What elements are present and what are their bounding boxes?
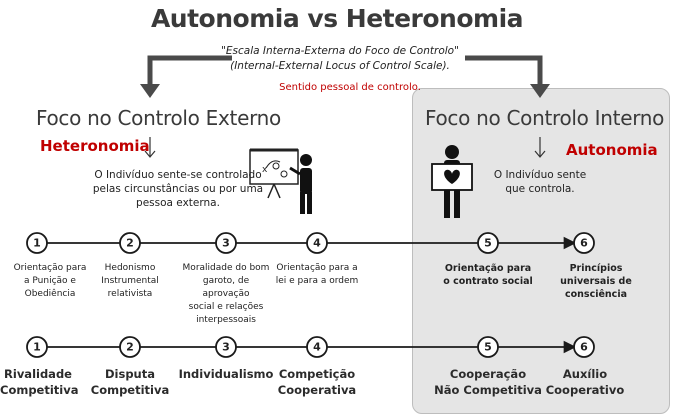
external-desc-line3: pessoa externa. bbox=[136, 197, 220, 209]
stage-label-line: relativista bbox=[107, 289, 153, 299]
stage-label-line: Obediência bbox=[24, 289, 76, 299]
coop-label-line: Cooperação bbox=[449, 367, 527, 381]
internal-control-panel bbox=[412, 88, 670, 414]
coop-node-5: 5 bbox=[477, 336, 499, 358]
stage-label-line: Orientação para a bbox=[276, 263, 358, 273]
stage-label-line: a Punição e bbox=[24, 276, 76, 286]
coop-label-3: Individualismo bbox=[171, 366, 281, 382]
stage-label-1: Orientação para a Punição e Obediência bbox=[2, 262, 98, 301]
stage-node-2: 2 bbox=[119, 232, 141, 254]
stage-node-number: 4 bbox=[313, 237, 321, 250]
coop-label-line: Individualismo bbox=[178, 367, 274, 381]
coop-label-line: Não Competitiva bbox=[434, 383, 542, 397]
scale-name-line2: (Internal-External Locus of Control Scal… bbox=[230, 60, 450, 72]
internal-desc-line2: que controla. bbox=[505, 183, 575, 195]
left-branch-arrow bbox=[140, 55, 232, 98]
page-title: Autonomia vs Heteronomia bbox=[150, 4, 524, 33]
internal-control-heading: Foco no Controlo Interno bbox=[425, 106, 665, 130]
coop-node-number: 6 bbox=[580, 341, 588, 354]
coop-node-4: 4 bbox=[306, 336, 328, 358]
coop-label-line: Rivalidade bbox=[4, 367, 72, 381]
stage-node-number: 2 bbox=[126, 237, 134, 250]
stage-node-number: 5 bbox=[484, 237, 492, 250]
coop-node-6: 6 bbox=[573, 336, 595, 358]
coop-label-line: Competição bbox=[278, 367, 356, 381]
stage-label-3: Moralidade do bom garoto, de aprovação soc… bbox=[178, 262, 274, 327]
stage-label-line: o contrato social bbox=[443, 276, 533, 287]
stage-node-3: 3 bbox=[215, 232, 237, 254]
external-control-heading: Foco no Controlo Externo bbox=[36, 106, 281, 130]
stage-node-number: 3 bbox=[222, 237, 230, 250]
svg-text:x: x bbox=[262, 165, 268, 175]
coop-label-line: Competitiva bbox=[90, 383, 170, 397]
coop-label-line: Cooperativo bbox=[545, 383, 625, 397]
person-heart-sign-icon bbox=[431, 145, 473, 218]
stage-label-line: Princípios bbox=[569, 263, 623, 274]
stage-node-number: 1 bbox=[33, 237, 41, 250]
external-desc-line1: O Indivíduo sente-se controlado bbox=[94, 169, 262, 181]
stage-label-line: Orientação para bbox=[444, 263, 532, 274]
stage-label-line: lei e para a ordem bbox=[275, 276, 359, 286]
heteronomia-down-arrow bbox=[144, 137, 156, 158]
stage-label-line: garoto, de aprovação bbox=[202, 276, 250, 299]
stage-label-line: Orientação para bbox=[13, 263, 87, 273]
coop-node-3: 3 bbox=[215, 336, 237, 358]
internal-control-description: O Indivíduo sente que controla. bbox=[490, 168, 590, 196]
autonomia-down-arrow bbox=[534, 137, 546, 158]
coop-label-line: Disputa bbox=[104, 367, 155, 381]
coop-label-line: Competitiva bbox=[0, 383, 79, 397]
coop-node-number: 2 bbox=[126, 341, 134, 354]
stage-label-line: consciência bbox=[565, 289, 627, 300]
coop-node-number: 4 bbox=[313, 341, 321, 354]
scale-name: "Escala Interna-Externa do Foco de Contr… bbox=[210, 44, 470, 74]
presenter-board-icon: x bbox=[249, 148, 312, 214]
stage-label-line: Hedonismo bbox=[104, 263, 156, 273]
personal-sense-text: Sentido pessoal de controlo. bbox=[279, 82, 421, 93]
coop-label-line: Cooperativa bbox=[277, 383, 357, 397]
stage-label-5: Orientação para o contrato social bbox=[440, 262, 536, 288]
stage-node-number: 6 bbox=[580, 237, 588, 250]
stage-node-4: 4 bbox=[306, 232, 328, 254]
stage-label-line: Instrumental bbox=[101, 276, 159, 286]
stage-node-6: 6 bbox=[573, 232, 595, 254]
coop-node-number: 5 bbox=[484, 341, 492, 354]
internal-desc-line1: O Indivíduo sente bbox=[493, 169, 587, 181]
coop-node-2: 2 bbox=[119, 336, 141, 358]
stage-label-line: interpessoais bbox=[196, 315, 256, 325]
coop-node-number: 1 bbox=[33, 341, 41, 354]
stage-node-1: 1 bbox=[26, 232, 48, 254]
stage-label-line: universais de bbox=[560, 276, 632, 287]
stage-node-5: 5 bbox=[477, 232, 499, 254]
stage-label-line: social e relações bbox=[188, 302, 264, 312]
heteronomia-label: Heteronomia bbox=[40, 137, 150, 155]
coop-node-1: 1 bbox=[26, 336, 48, 358]
stage-label-6: Princípios universais de consciência bbox=[548, 262, 644, 301]
right-branch-arrow bbox=[465, 55, 550, 98]
scale-name-line1: "Escala Interna-Externa do Foco de Contr… bbox=[221, 45, 459, 57]
external-control-description: O Indivíduo sente-se controlado pelas ci… bbox=[78, 168, 278, 210]
external-desc-line2: pelas circunstâncias ou por uma bbox=[92, 183, 264, 195]
stage-label-line: Moralidade do bom bbox=[182, 263, 270, 273]
coop-label-line: Auxílio bbox=[562, 367, 608, 381]
autonomia-label: Autonomia bbox=[566, 141, 658, 159]
coop-node-number: 3 bbox=[222, 341, 230, 354]
stage-label-4: Orientação para a lei e para a ordem bbox=[269, 262, 365, 288]
